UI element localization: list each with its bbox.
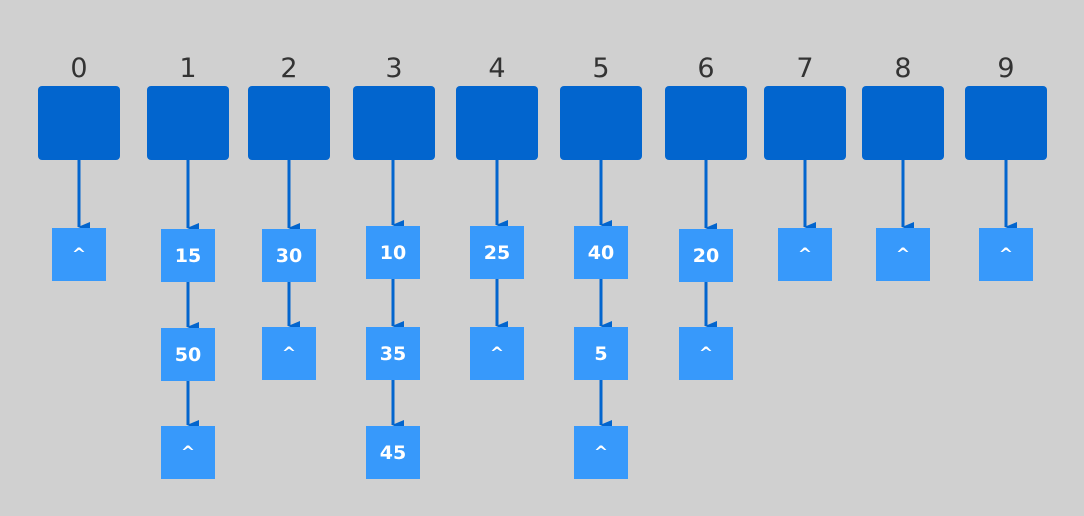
null-node: ^ [979, 228, 1033, 281]
bucket-slot-4 [456, 86, 538, 160]
bucket-index-label: 0 [70, 53, 88, 84]
null-node: ^ [574, 426, 628, 479]
bucket-slot-3 [353, 86, 435, 160]
bucket-slot-5 [560, 86, 642, 160]
bucket-index-label: 3 [385, 53, 403, 84]
null-node: ^ [470, 327, 524, 380]
bucket-slot-1 [147, 86, 229, 160]
null-node: ^ [262, 327, 316, 380]
chain-node: 40 [574, 226, 628, 279]
bucket-slot-2 [248, 86, 330, 160]
chain-node: 15 [161, 229, 215, 282]
chain-node: 10 [366, 226, 420, 279]
null-node: ^ [161, 426, 215, 479]
bucket-index-label: 8 [894, 53, 912, 84]
bucket-index-label: 4 [488, 53, 506, 84]
chain-node: 30 [262, 229, 316, 282]
bucket-index-label: 2 [280, 53, 298, 84]
chain-node: 5 [574, 327, 628, 380]
bucket-slot-6 [665, 86, 747, 160]
chain-node: 25 [470, 226, 524, 279]
bucket-slot-9 [965, 86, 1047, 160]
bucket-slot-0 [38, 86, 120, 160]
chain-node: 35 [366, 327, 420, 380]
bucket-index-label: 6 [697, 53, 715, 84]
bucket-slot-8 [862, 86, 944, 160]
bucket-slot-7 [764, 86, 846, 160]
chain-node: 20 [679, 229, 733, 282]
null-node: ^ [52, 228, 106, 281]
bucket-index-label: 1 [179, 53, 197, 84]
null-node: ^ [876, 228, 930, 281]
null-node: ^ [679, 327, 733, 380]
null-node: ^ [778, 228, 832, 281]
bucket-index-label: 7 [796, 53, 814, 84]
chain-node: 50 [161, 328, 215, 381]
bucket-index-label: 5 [592, 53, 610, 84]
bucket-index-label: 9 [997, 53, 1015, 84]
chain-node: 45 [366, 426, 420, 479]
